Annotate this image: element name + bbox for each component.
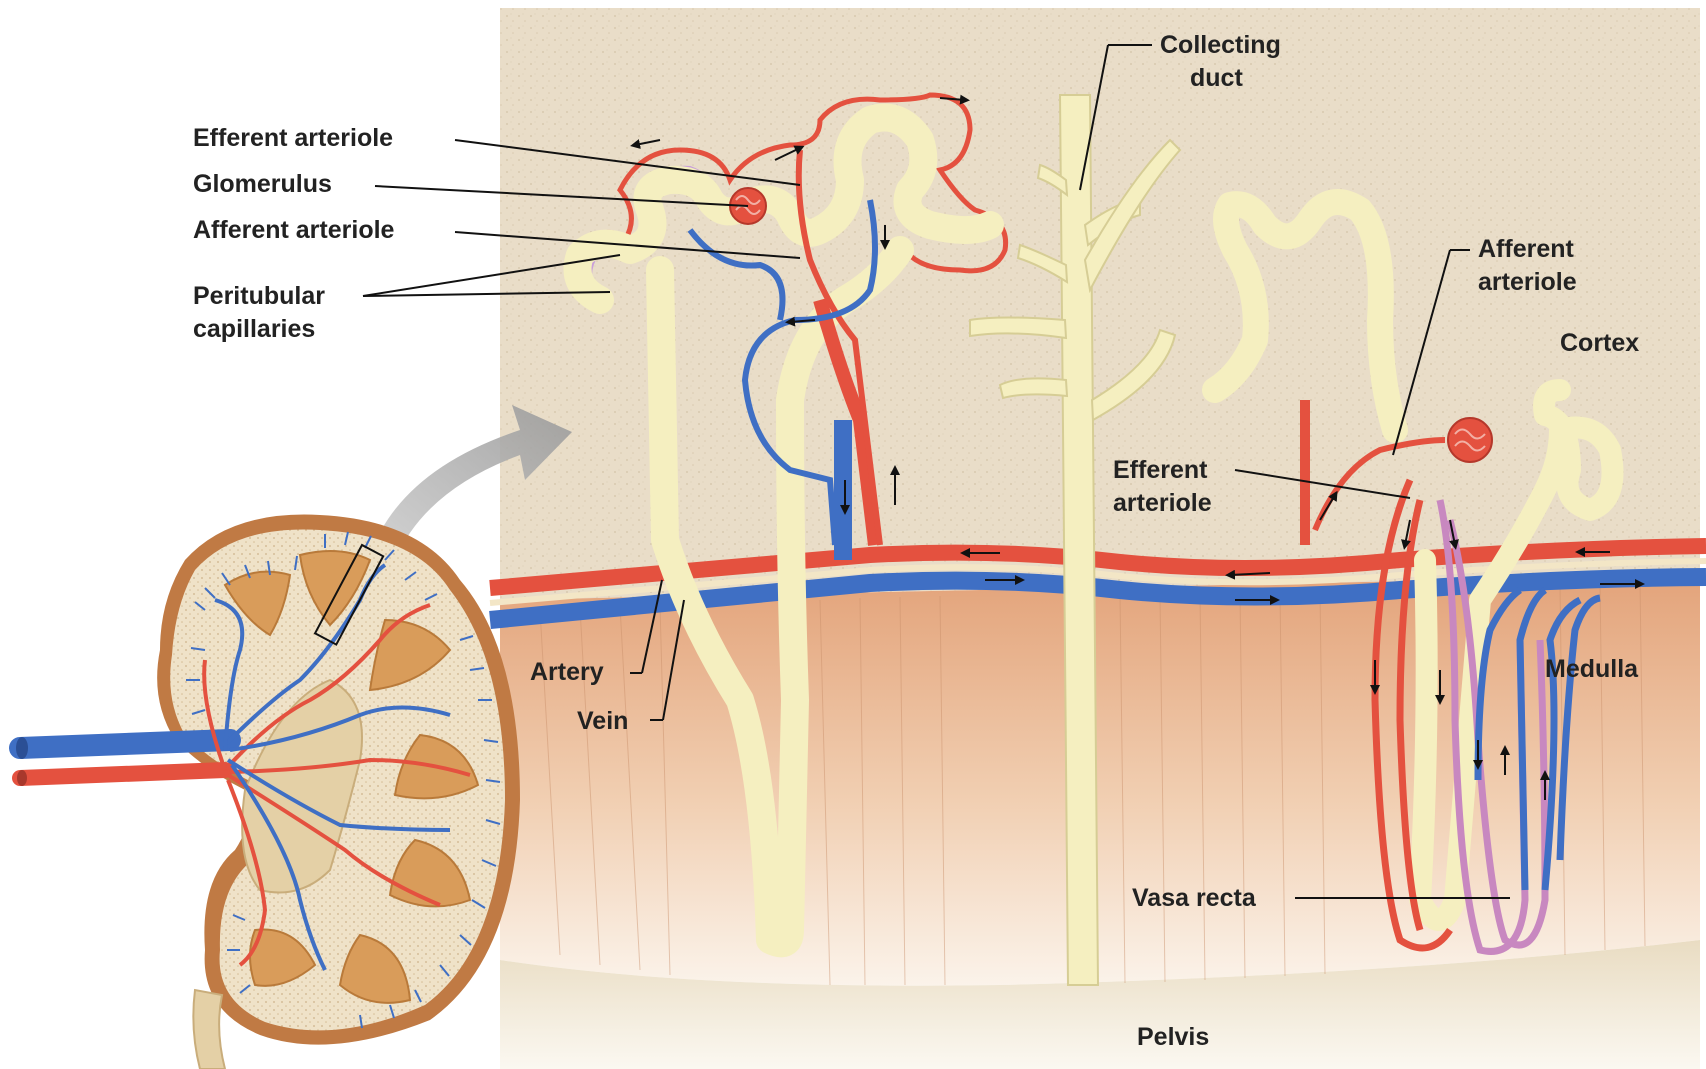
label-efferent-arteriole-right-line2: arteriole	[1113, 487, 1212, 519]
label-efferent-arteriole-right-line1: Efferent	[1113, 454, 1207, 486]
label-medulla: Medulla	[1545, 653, 1638, 685]
label-vasa-recta: Vasa recta	[1132, 882, 1256, 914]
label-vein: Vein	[577, 705, 628, 737]
label-artery: Artery	[530, 656, 604, 688]
ureter	[193, 990, 225, 1069]
label-afferent-arteriole-right-line2: arteriole	[1478, 266, 1577, 298]
label-pelvis: Pelvis	[1137, 1021, 1209, 1053]
glomerulus-right	[1448, 418, 1492, 462]
label-afferent-arteriole-right-line1: Afferent	[1478, 233, 1574, 265]
label-efferent-arteriole-left: Efferent arteriole	[193, 122, 393, 154]
renal-artery	[20, 770, 225, 778]
label-peritubular-line1: Peritubular	[193, 280, 325, 312]
label-collecting-line2: duct	[1190, 62, 1243, 94]
label-collecting-line1: Collecting	[1160, 29, 1281, 61]
label-peritubular-line2: capillaries	[193, 313, 315, 345]
cortex-region	[500, 8, 1700, 600]
kidney-cross-section	[16, 515, 520, 1069]
label-glomerulus: Glomerulus	[193, 168, 332, 200]
label-afferent-arteriole-left: Afferent arteriole	[193, 214, 394, 246]
label-cortex: Cortex	[1560, 327, 1639, 359]
renal-vein	[20, 740, 230, 748]
